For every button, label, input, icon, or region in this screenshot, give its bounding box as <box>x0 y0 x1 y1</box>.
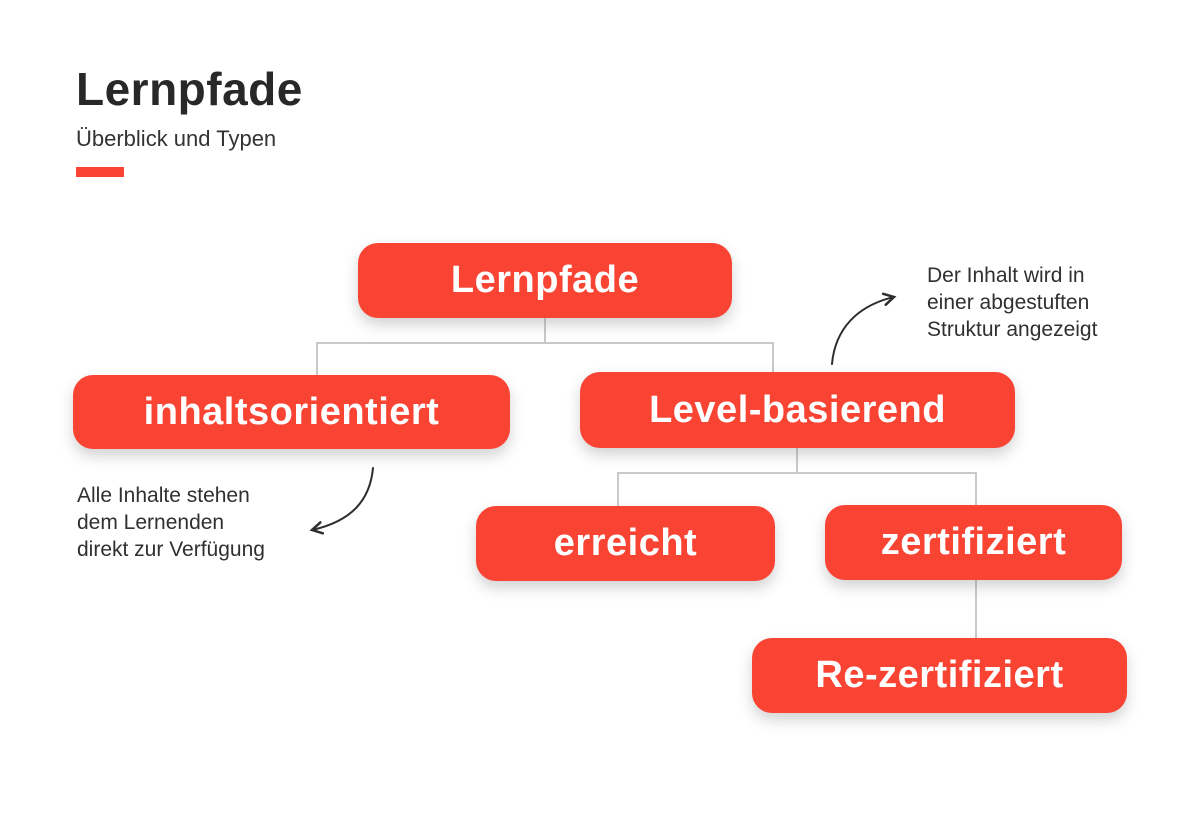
node-re-zertifiziert: Re-zertifiziert <box>752 638 1127 713</box>
node-zertifiziert: zertifiziert <box>825 505 1122 580</box>
annotation-line: einer abgestuften <box>927 291 1090 314</box>
curved-arrow-to-right-annotation <box>831 292 897 365</box>
node-inhaltsorientiert: inhaltsorientiert <box>73 375 510 449</box>
node-lernpfade: Lernpfade <box>358 243 732 318</box>
annotation-line: Alle Inhalte stehen <box>77 484 250 507</box>
accent-bar <box>76 167 124 178</box>
annotation-line: direkt zur Verfügung <box>77 538 265 561</box>
annotation-inhaltsorientiert: Alle Inhalte stehen dem Lernenden direkt… <box>77 482 265 563</box>
header: Lernpfade Überblick und Typen <box>76 62 303 178</box>
node-level-basierend: Level-basierend <box>580 372 1015 448</box>
page-subtitle: Überblick und Typen <box>76 126 277 152</box>
node-erreicht: erreicht <box>476 506 775 581</box>
annotation-level-basierend: Der Inhalt wird in einer abgestuften Str… <box>927 262 1097 343</box>
page-title: Lernpfade <box>76 63 303 115</box>
curved-arrow-to-left-annotation <box>309 467 374 535</box>
annotation-line: Struktur angezeigt <box>927 318 1098 341</box>
annotation-line: dem Lernenden <box>77 511 225 534</box>
annotation-line: Der Inhalt wird in <box>927 264 1085 287</box>
